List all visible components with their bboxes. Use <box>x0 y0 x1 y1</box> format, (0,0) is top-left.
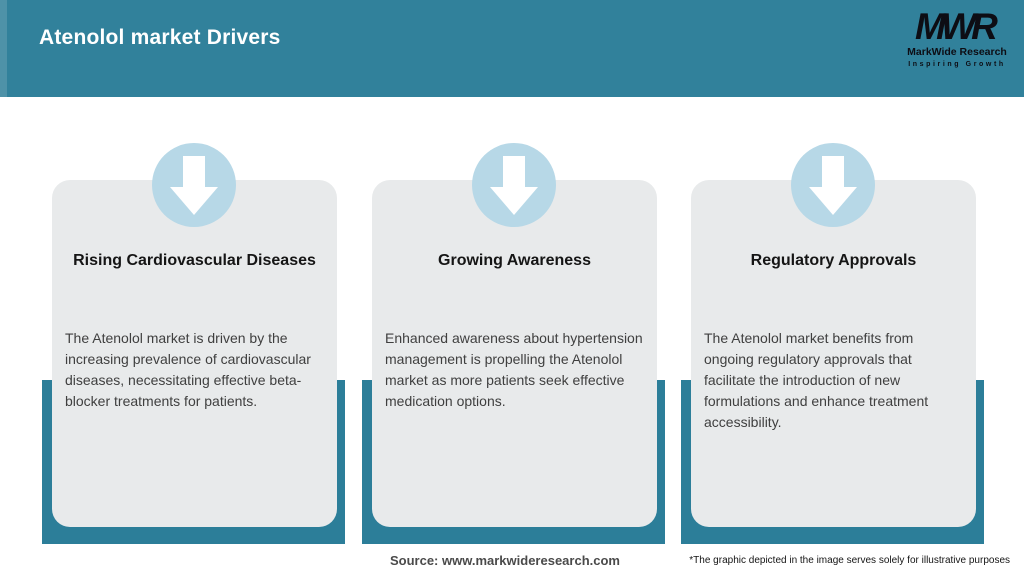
card-panel: Growing Awareness Enhanced awareness abo… <box>372 180 657 527</box>
driver-card-regulatory-approvals: Regulatory Approvals The Atenolol market… <box>681 143 984 544</box>
card-panel: Regulatory Approvals The Atenolol market… <box>691 180 976 527</box>
card-panel: Rising Cardiovascular Diseases The Ateno… <box>52 180 337 527</box>
icon-circle <box>791 143 875 227</box>
icon-circle <box>152 143 236 227</box>
logo-company-name: MarkWide Research <box>907 46 1007 58</box>
driver-card-rising-cardiovascular-diseases: Rising Cardiovascular Diseases The Ateno… <box>42 143 345 544</box>
disclaimer-text: *The graphic depicted in the image serve… <box>689 555 1010 566</box>
markwide-research-logo: MWR MarkWide Research Inspiring Growth <box>902 8 1012 68</box>
card-title: Regulatory Approvals <box>750 252 917 269</box>
card-body-text: The Atenolol market benefits from ongoin… <box>704 330 929 430</box>
down-arrow-icon <box>472 143 556 227</box>
driver-card-growing-awareness: Growing Awareness Enhanced awareness abo… <box>362 143 665 544</box>
card-body-text: Enhanced awareness about hypertension ma… <box>385 330 643 409</box>
source-text: Source: www.markwideresearch.com <box>389 553 620 568</box>
header-bar: Atenolol market Drivers MWR MarkWide Res… <box>0 0 1024 97</box>
card-body-text: The Atenolol market is driven by the inc… <box>65 330 311 409</box>
page-title: Atenolol market Drivers <box>39 26 281 49</box>
icon-circle <box>472 143 556 227</box>
logo-acronym: MWR <box>914 6 998 47</box>
card-title: Rising Cardiovascular Diseases <box>73 252 316 269</box>
down-arrow-icon <box>152 143 236 227</box>
logo-tagline: Inspiring Growth <box>908 60 1006 68</box>
down-arrow-icon <box>791 143 875 227</box>
card-title: Growing Awareness <box>438 252 591 269</box>
